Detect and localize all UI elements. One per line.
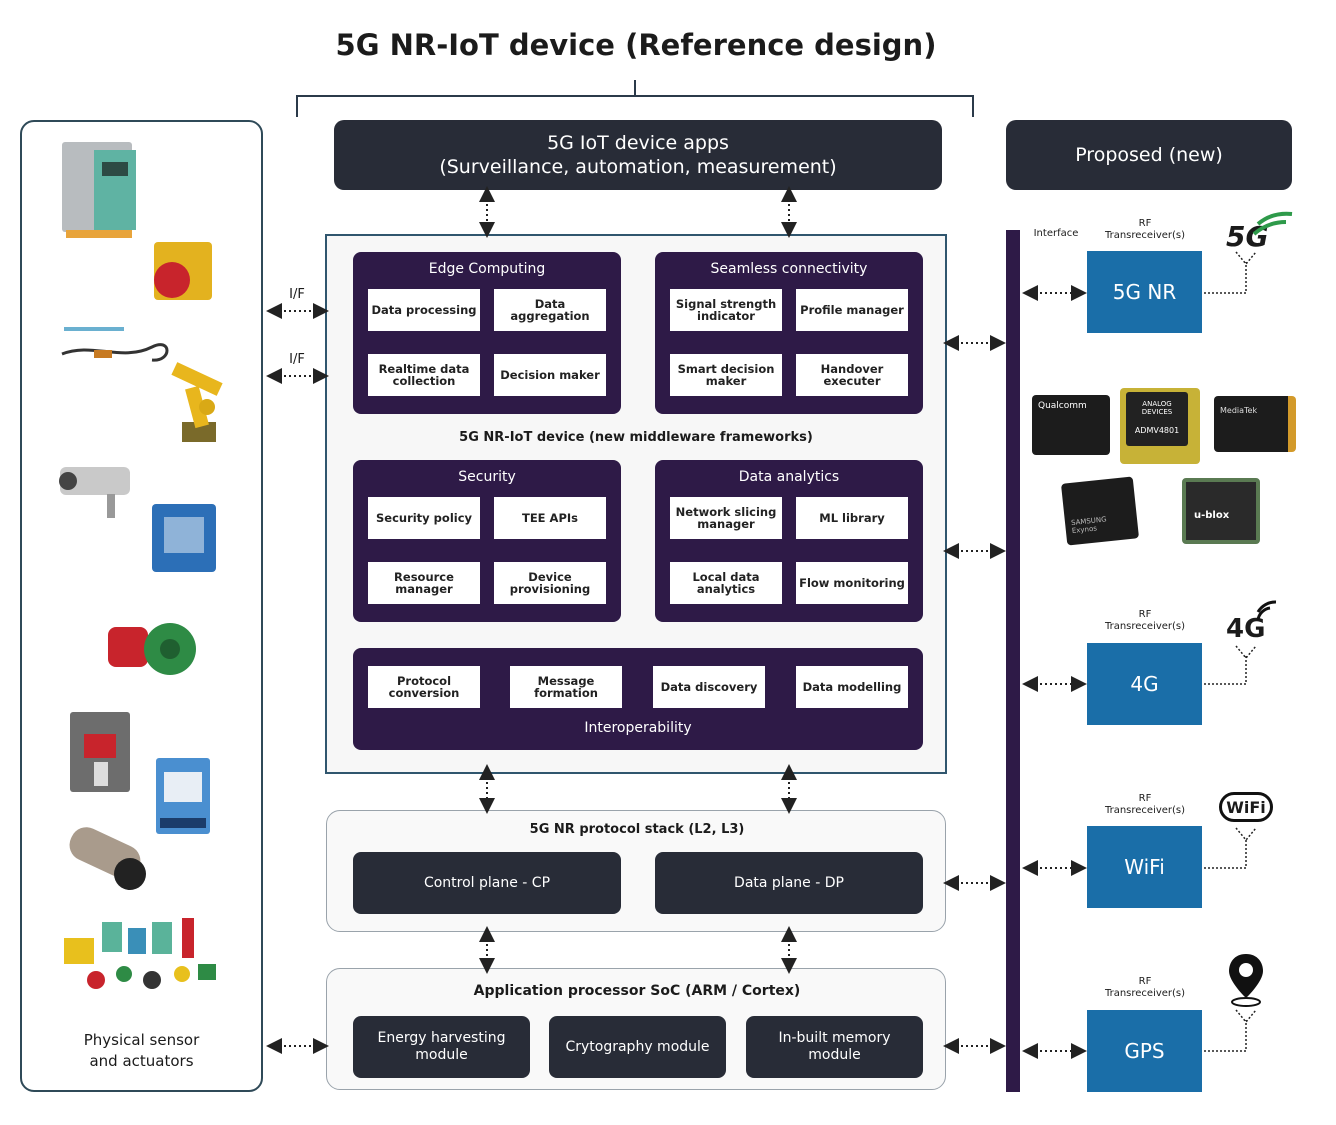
rf-label-4g: RF Transreceiver(s) <box>1104 609 1186 632</box>
sensor-group-icon <box>64 918 216 989</box>
circuit-breaker-icon <box>70 712 130 792</box>
if-label-1: I/F <box>289 287 305 302</box>
module-wifi: WiFi <box>1087 826 1202 908</box>
app-processor-panel: Application processor SoC (ARM / Cortex)… <box>326 968 946 1090</box>
antenna-fork-5g <box>1235 251 1257 266</box>
antenna-link-wifi <box>1204 838 1247 869</box>
antenna-link-gps <box>1204 1020 1247 1052</box>
memory-module-box: In-built memory module <box>746 1016 923 1078</box>
data-plane-box: Data plane - DP <box>655 852 923 914</box>
chip-mediatek-label: MediaTek <box>1220 406 1258 415</box>
rf-label-gps: RF Transreceiver(s) <box>1104 976 1186 999</box>
seamless-item-signal-strength: Signal strength indicator <box>670 289 782 331</box>
interop-item-protocol-conversion: Protocol conversion <box>368 666 480 708</box>
title-bracket <box>296 95 974 117</box>
group-data-analytics: Data analytics Network slicing manager M… <box>655 460 923 622</box>
protocol-stack-panel: 5G NR protocol stack (L2, L3) Control pl… <box>326 810 946 932</box>
antenna-fork-gps <box>1235 1009 1257 1024</box>
if-label-2: I/F <box>289 352 305 367</box>
cryptography-box: Crytography module <box>549 1016 726 1078</box>
analytics-item-network-slicing: Network slicing manager <box>670 497 782 539</box>
interface-bar <box>1006 230 1020 1092</box>
group-seamless-connectivity: Seamless connectivity Signal strength in… <box>655 252 923 414</box>
security-item-policy: Security policy <box>368 497 480 539</box>
edge-item-data-aggregation: Data aggregation <box>494 289 606 331</box>
plc-controller-icon <box>62 142 136 238</box>
water-pump-icon <box>108 623 196 675</box>
chip-qualcomm: Qualcomm <box>1032 395 1110 455</box>
chip-ublox-label: u-blox <box>1194 510 1230 521</box>
security-item-resource-manager: Resource manager <box>368 562 480 604</box>
proximity-sensor-icon <box>69 827 146 890</box>
cctv-camera-icon <box>59 467 130 518</box>
analytics-title: Data analytics <box>738 469 840 485</box>
diagram-title: 5G NR-IoT device (Reference design) <box>335 28 937 62</box>
edge-item-decision-maker: Decision maker <box>494 354 606 396</box>
interop-title: Interoperability <box>584 720 692 736</box>
blue-sensor-icon <box>152 504 216 572</box>
caption-line1: Physical sensor <box>83 1031 200 1049</box>
apps-line1: 5G IoT device apps <box>547 132 729 154</box>
module-gps: GPS <box>1087 1010 1202 1092</box>
control-plane-box: Control plane - CP <box>353 852 621 914</box>
chip-qualcomm-label: Qualcomm <box>1038 401 1087 411</box>
chip-ublox: u-blox <box>1182 478 1260 544</box>
interop-item-data-discovery: Data discovery <box>653 666 765 708</box>
middleware-label: 5G NR-IoT device (new middleware framewo… <box>459 430 813 445</box>
antenna-fork-wifi <box>1235 827 1257 842</box>
physical-devices-panel <box>20 120 263 1092</box>
module-4g: 4G <box>1087 643 1202 725</box>
interface-label: Interface <box>1033 228 1079 239</box>
antenna-link-5g <box>1204 262 1247 294</box>
proposed-box: Proposed (new) <box>1006 120 1292 190</box>
physical-devices-caption: Physical sensor and actuators <box>20 1030 263 1072</box>
analytics-item-local-analytics: Local data analytics <box>670 562 782 604</box>
analytics-item-flow-monitoring: Flow monitoring <box>796 562 908 604</box>
apps-line2: (Surveillance, automation, measurement) <box>439 156 837 178</box>
module-5g-nr: 5G NR <box>1087 251 1202 333</box>
logo-wifi: WiFi <box>1219 792 1273 822</box>
rf-label-wifi: RF Transreceiver(s) <box>1104 793 1186 816</box>
chip-mediatek: MediaTek <box>1214 396 1296 452</box>
group-edge-computing: Edge Computing Data processing Data aggr… <box>353 252 621 414</box>
emergency-button-icon <box>154 242 212 300</box>
rf-label-5g: RF Transreceiver(s) <box>1104 218 1186 241</box>
antenna-link-4g <box>1204 656 1247 685</box>
chip-adi-model: ADMV4801 <box>1134 426 1180 435</box>
chip-adi-brand: ANALOG DEVICES <box>1141 400 1173 416</box>
processor-title: Application processor SoC (ARM / Cortex) <box>473 983 801 999</box>
interop-item-data-modelling: Data modelling <box>796 666 908 708</box>
energy-harvesting-box: Energy harvesting module <box>353 1016 530 1078</box>
seamless-item-smart-decision: Smart decision maker <box>670 354 782 396</box>
interop-item-message-formation: Message formation <box>510 666 622 708</box>
gps-pin-icon <box>1229 954 1263 1007</box>
seamless-title: Seamless connectivity <box>710 261 868 277</box>
device-illustrations <box>59 142 223 989</box>
security-item-provisioning: Device provisioning <box>494 562 606 604</box>
signal-waves-4g-icon <box>1256 600 1277 621</box>
group-security: Security Security policy TEE APIs Resour… <box>353 460 621 622</box>
iot-apps-box: 5G IoT device apps (Surveillance, automa… <box>334 120 942 190</box>
group-interoperability: Protocol conversion Message formation Da… <box>353 648 923 750</box>
seamless-item-profile-manager: Profile manager <box>796 289 908 331</box>
security-item-tee-apis: TEE APIs <box>494 497 606 539</box>
protocol-title: 5G NR protocol stack (L2, L3) <box>529 822 745 837</box>
probe-sensor-icon <box>61 327 169 362</box>
edge-title: Edge Computing <box>428 261 546 277</box>
signal-waves-5g-icon <box>1252 211 1293 236</box>
energy-meter-icon <box>156 758 210 834</box>
robot-arm-icon <box>171 362 223 442</box>
analytics-item-ml-library: ML library <box>796 497 908 539</box>
edge-item-realtime-collection: Realtime data collection <box>368 354 480 396</box>
security-title: Security <box>458 469 516 485</box>
chip-analog-devices: ANALOG DEVICES ADMV4801 <box>1120 388 1200 464</box>
antenna-fork-4g <box>1235 645 1257 660</box>
title-bracket-tick <box>634 80 636 96</box>
seamless-item-handover: Handover executer <box>796 354 908 396</box>
edge-item-data-processing: Data processing <box>368 289 480 331</box>
logo-5g-text: 5G <box>1226 220 1269 253</box>
caption-line2: and actuators <box>89 1052 194 1070</box>
